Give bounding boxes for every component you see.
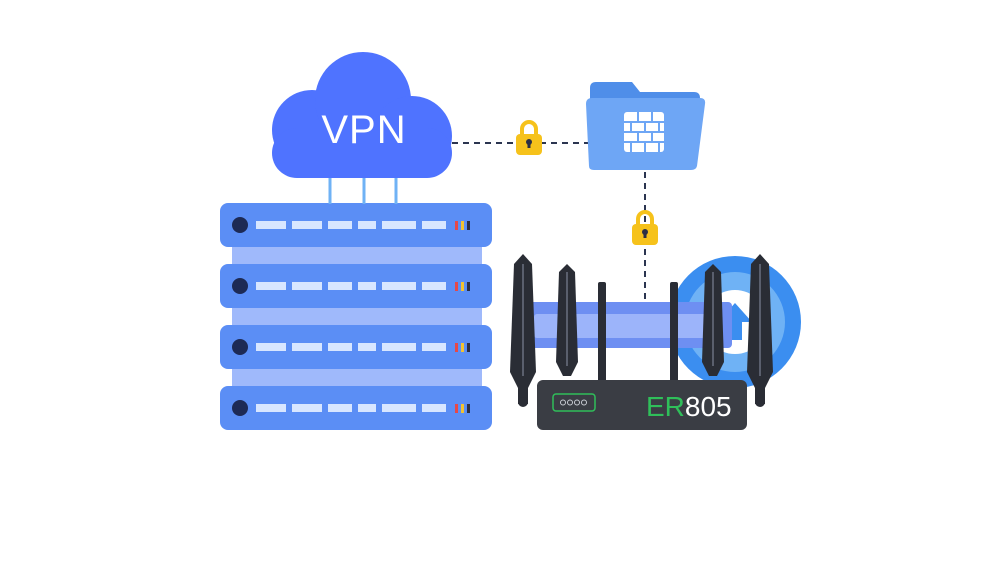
firewall-folder-icon: [586, 82, 706, 170]
antenna: [556, 264, 578, 376]
status-led-panel: [552, 393, 596, 412]
padlock-icon: [516, 120, 542, 155]
antenna: [510, 254, 536, 407]
router-body: [537, 380, 747, 430]
brick-wall-icon: [624, 112, 664, 152]
server-unit: [220, 203, 492, 247]
server-unit: [220, 386, 492, 430]
padlock-icon: [632, 210, 658, 245]
server-stack: [220, 203, 492, 430]
antenna: [702, 264, 724, 376]
antenna: [747, 254, 773, 407]
router-antennas: [510, 254, 773, 407]
server-unit: [220, 264, 492, 308]
network-band: [522, 302, 732, 348]
vpn-cloud-icon: [272, 52, 452, 178]
server-unit: [220, 325, 492, 369]
